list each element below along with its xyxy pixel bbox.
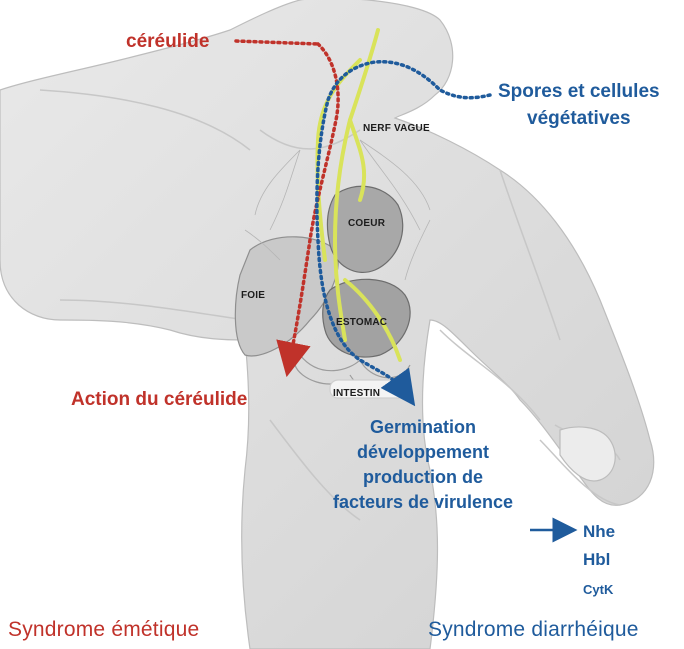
germination-line: Germination xyxy=(318,415,528,440)
toxin-hbl-label: Hbl xyxy=(583,550,610,570)
cereulide-label: céréulide xyxy=(126,31,209,53)
spores-label: Spores et cellules végétatives xyxy=(498,78,660,132)
germination-line: production de xyxy=(318,465,528,490)
syndrome-emetique-label: Syndrome émétique xyxy=(8,618,199,642)
germination-line: développement xyxy=(318,440,528,465)
spores-label-line1: Spores et cellules xyxy=(498,78,660,105)
action-cereulide-label: Action du céréulide xyxy=(71,389,247,411)
germination-label: Germination développement production de … xyxy=(318,415,528,515)
toxin-nhe-label: Nhe xyxy=(583,522,615,542)
organ-label-intestin: INTESTIN xyxy=(333,388,380,399)
organ-label-estomac: ESTOMAC xyxy=(336,317,387,328)
toxin-cytk-label: CytK xyxy=(583,582,613,597)
organ-label-foie: FOIE xyxy=(241,290,265,301)
organ-label-coeur: COEUR xyxy=(348,218,385,229)
germination-line: facteurs de virulence xyxy=(318,490,528,515)
spores-label-line2: végétatives xyxy=(498,105,660,132)
organ-label-nerf-vague: NERF VAGUE xyxy=(363,123,430,134)
syndrome-diarrheique-label: Syndrome diarrhéique xyxy=(428,618,639,642)
